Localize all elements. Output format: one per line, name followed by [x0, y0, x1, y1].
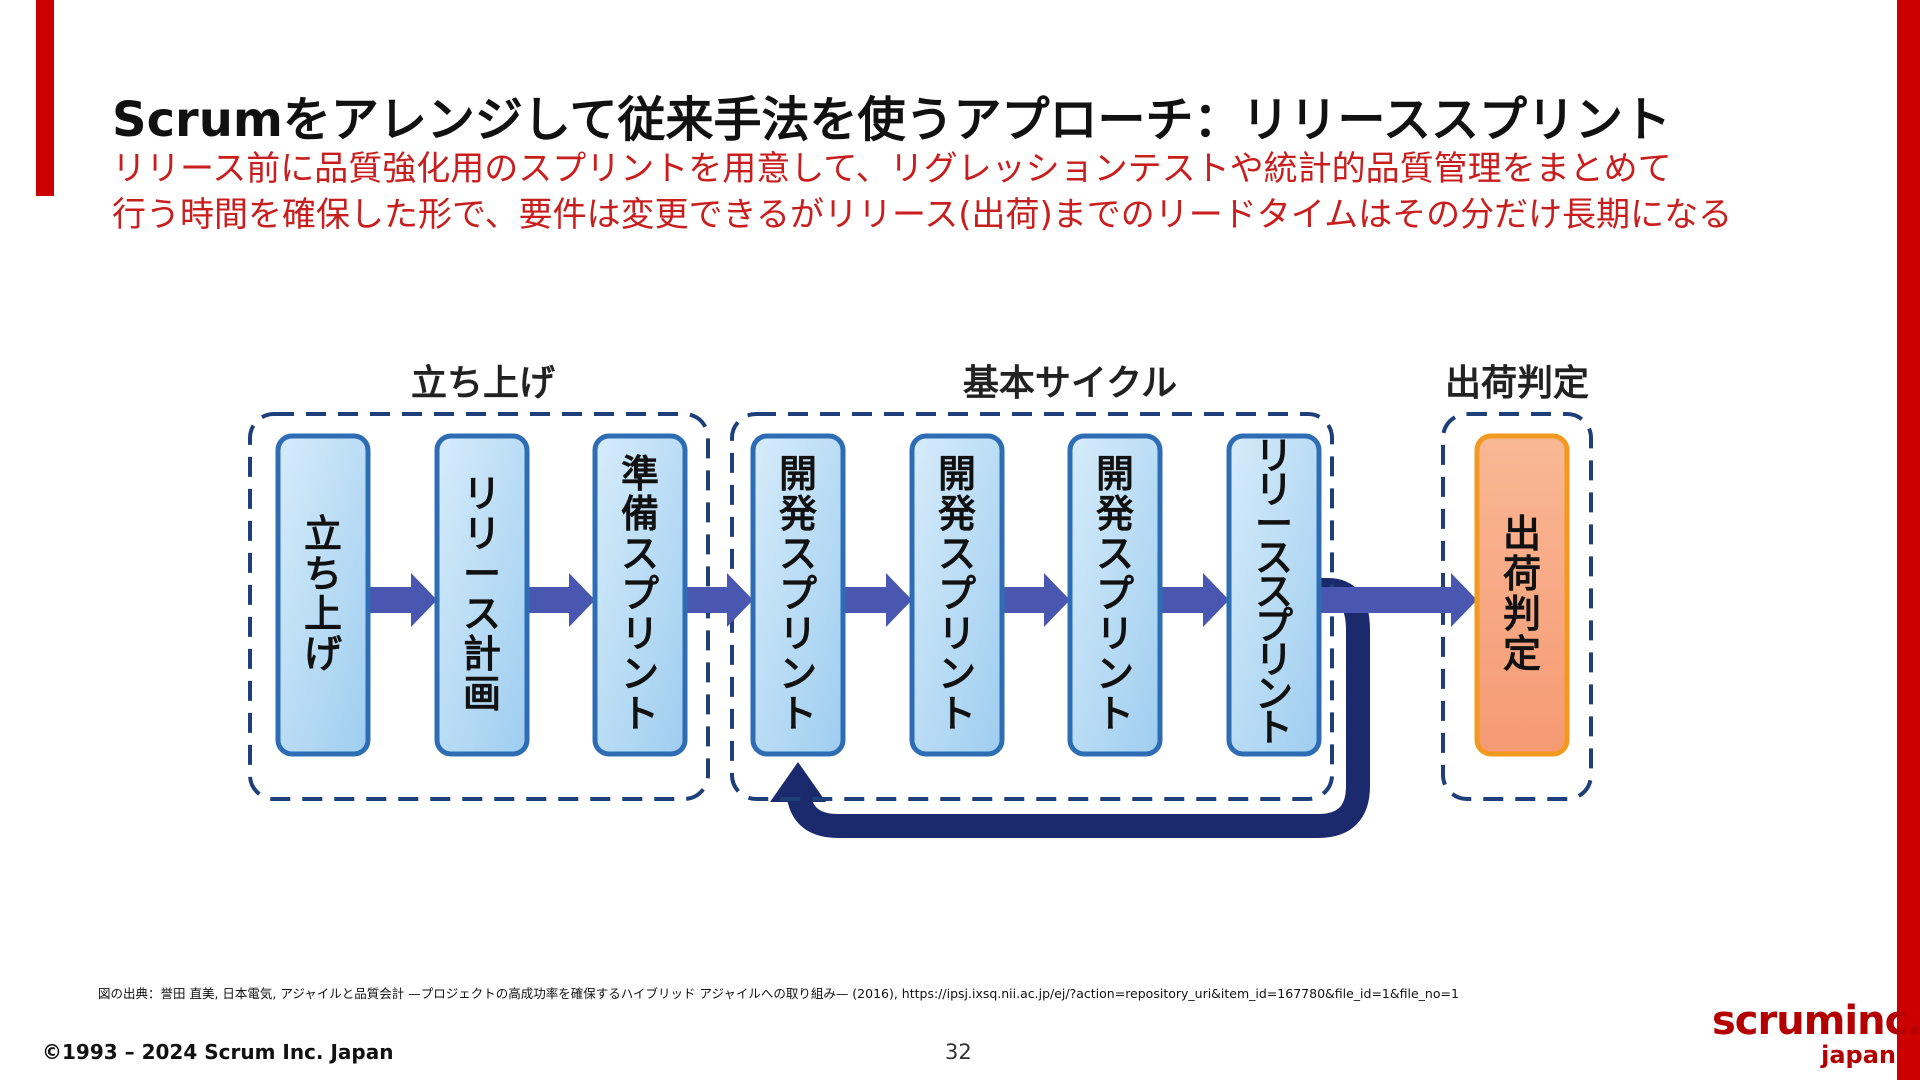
flow-arrow-b4-b5 — [843, 573, 912, 627]
process-box-b8 — [1474, 433, 1570, 757]
logo-sub-text: japan — [1821, 1041, 1896, 1069]
loop-arrow-head — [770, 762, 826, 802]
group-label-startup: 立ち上げ — [411, 363, 555, 404]
copyright: ©1993 – 2024 Scrum Inc. Japan — [42, 1040, 394, 1064]
process-box-b3 — [592, 433, 688, 757]
flow-arrow-b7-b8 — [1319, 573, 1477, 627]
flow-arrow-b1-b2 — [368, 573, 437, 627]
process-box-b7 — [1226, 433, 1322, 757]
process-box-b1 — [275, 433, 371, 757]
process-box-b4 — [750, 433, 846, 757]
scrum-inc-logo: scruminc. japan — [1712, 998, 1920, 1069]
flow-arrow-b3-b4 — [685, 573, 753, 627]
source-citation: 図の出典：誉田 直美, 日本電気, アジャイルと品質会計 —プロジェクトの高成功… — [98, 986, 1459, 1001]
process-box-b5 — [909, 433, 1005, 757]
slide-subtitle: リリース前に品質強化用のスプリントを用意して、リグレッションテストや統計的品質管… — [112, 146, 1732, 238]
page-number: 32 — [945, 1040, 972, 1064]
process-box-b2 — [434, 433, 530, 757]
process-box-b6 — [1067, 433, 1163, 757]
accent-bar-right — [1897, 0, 1920, 1080]
process-label-b7: リリーススプリント — [1255, 434, 1293, 750]
process-label-b6: 開発スプリント — [1096, 452, 1135, 736]
group-label-shipping: 出荷判定 — [1445, 363, 1589, 404]
accent-bar-left — [36, 0, 54, 196]
process-label-b1: 立ち上げ — [304, 512, 342, 676]
process-label-b3: 準備スプリント — [621, 452, 659, 736]
process-label-b4: 開発スプリント — [779, 452, 818, 736]
process-label-b5: 開発スプリント — [938, 452, 977, 736]
logo-main-text: scruminc. — [1712, 998, 1920, 1044]
flow-arrow-b5-b6 — [1002, 573, 1070, 627]
subtitle-line-2: 行う時間を確保した形で、要件は変更できるがリリース(出荷)までのリードタイムはそ… — [112, 195, 1733, 235]
process-label-b2: リリース計画 — [463, 472, 501, 716]
flow-arrow-b6-b7 — [1160, 573, 1229, 627]
group-frame-cycle — [730, 412, 1334, 801]
subtitle-line-1: リリース前に品質強化用のスプリントを用意して、リグレッションテストや統計的品質管… — [112, 149, 1672, 189]
flow-arrow-b2-b3 — [527, 573, 595, 627]
process-label-b8: 出荷判定 — [1503, 512, 1541, 676]
group-label-cycle: 基本サイクル — [963, 363, 1177, 404]
slide-title: Scrumをアレンジして従来手法を使うアプローチ：リリーススプリント — [112, 92, 1672, 148]
